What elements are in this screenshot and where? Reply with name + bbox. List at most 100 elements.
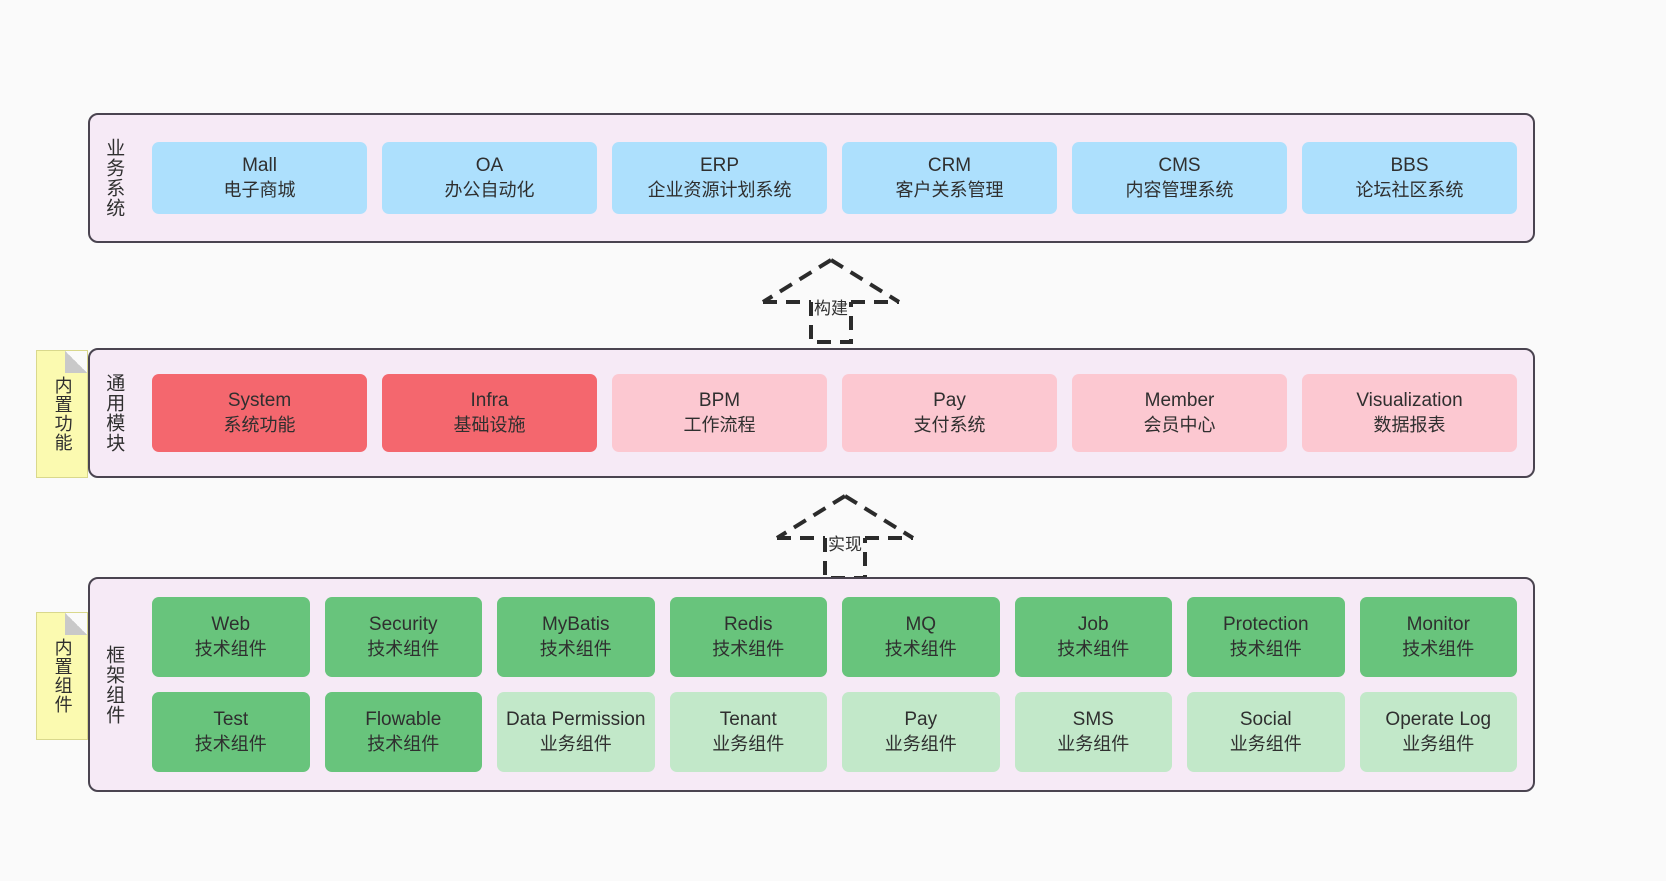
card-member[interactable]: Member 会员中心 xyxy=(1072,374,1287,452)
card-crm[interactable]: CRM 客户关系管理 xyxy=(842,142,1057,214)
card-title: ERP xyxy=(699,155,740,177)
card-erp[interactable]: ERP 企业资源计划系统 xyxy=(612,142,827,214)
card-title: Pay xyxy=(933,390,966,412)
layer-body-business-system: Mall 电子商城 OA 办公自动化 ERP 企业资源计划系统 CRM 客户关系… xyxy=(136,115,1533,241)
layer-title-common-module: 通用模块 xyxy=(103,373,125,453)
card-subtitle: 论坛社区系统 xyxy=(1355,179,1464,200)
card-subtitle: 业务组件 xyxy=(1402,733,1475,754)
note-label: 内置组件 xyxy=(52,638,73,714)
card-bpm[interactable]: BPM 工作流程 xyxy=(612,374,827,452)
card-title: BPM xyxy=(698,390,741,412)
card-title: Security xyxy=(368,614,438,636)
note-label: 内置功能 xyxy=(52,376,73,452)
card-visualization[interactable]: Visualization 数据报表 xyxy=(1302,374,1517,452)
card-subtitle: 支付系统 xyxy=(913,414,986,435)
card-subtitle: 业务组件 xyxy=(884,733,957,754)
note-built-in-components: 内置组件 xyxy=(36,612,88,740)
card-subtitle: 技术组件 xyxy=(367,733,440,754)
card-cms[interactable]: CMS 内容管理系统 xyxy=(1072,142,1287,214)
card-test[interactable]: Test 技术组件 xyxy=(152,692,310,772)
card-title: Social xyxy=(1239,709,1292,731)
card-subtitle: 业务组件 xyxy=(712,733,785,754)
row-business-systems: Mall 电子商城 OA 办公自动化 ERP 企业资源计划系统 CRM 客户关系… xyxy=(152,142,1517,214)
card-subtitle: 系统功能 xyxy=(223,414,296,435)
card-pay-component[interactable]: Pay 业务组件 xyxy=(842,692,1000,772)
note-built-in-functions: 内置功能 xyxy=(36,350,88,478)
card-subtitle: 技术组件 xyxy=(1057,638,1130,659)
card-title: Visualization xyxy=(1356,390,1463,412)
generalization-arrow-icon xyxy=(761,258,901,344)
card-title: Monitor xyxy=(1406,614,1470,636)
card-subtitle: 客户关系管理 xyxy=(895,179,1004,200)
layer-business-system: 业务系统 Mall 电子商城 OA 办公自动化 ERP 企业资源计划系统 CRM… xyxy=(88,113,1535,243)
card-title: Tenant xyxy=(719,709,777,731)
card-pay[interactable]: Pay 支付系统 xyxy=(842,374,1057,452)
card-title: Job xyxy=(1077,614,1109,636)
card-subtitle: 技术组件 xyxy=(194,638,267,659)
card-tenant[interactable]: Tenant 业务组件 xyxy=(669,692,827,772)
card-title: OA xyxy=(475,155,504,177)
card-flowable[interactable]: Flowable 技术组件 xyxy=(324,692,482,772)
card-title: System xyxy=(227,390,292,412)
card-title: SMS xyxy=(1072,709,1114,731)
card-infra[interactable]: Infra 基础设施 xyxy=(382,374,597,452)
card-title: CMS xyxy=(1158,155,1201,177)
card-mall[interactable]: Mall 电子商城 xyxy=(152,142,367,214)
card-sms[interactable]: SMS 业务组件 xyxy=(1014,692,1172,772)
card-subtitle: 业务组件 xyxy=(1229,733,1302,754)
card-subtitle: 技术组件 xyxy=(1402,638,1475,659)
card-title: Protection xyxy=(1222,614,1309,636)
card-subtitle: 技术组件 xyxy=(1229,638,1302,659)
card-title: Member xyxy=(1144,390,1215,412)
card-subtitle: 会员中心 xyxy=(1143,414,1216,435)
card-monitor[interactable]: Monitor 技术组件 xyxy=(1359,597,1517,677)
card-subtitle: 企业资源计划系统 xyxy=(647,179,792,200)
card-mq[interactable]: MQ 技术组件 xyxy=(842,597,1000,677)
card-title: Web xyxy=(211,614,251,636)
card-title: Operate Log xyxy=(1385,709,1492,731)
card-subtitle: 工作流程 xyxy=(683,414,756,435)
row-common-modules: System 系统功能 Infra 基础设施 BPM 工作流程 Pay 支付系统… xyxy=(152,374,1517,452)
card-protection[interactable]: Protection 技术组件 xyxy=(1187,597,1345,677)
card-title: MyBatis xyxy=(541,614,610,636)
card-title: CRM xyxy=(927,155,972,177)
card-subtitle: 基础设施 xyxy=(453,414,526,435)
card-operate-log[interactable]: Operate Log 业务组件 xyxy=(1359,692,1517,772)
card-job[interactable]: Job 技术组件 xyxy=(1014,597,1172,677)
card-redis[interactable]: Redis 技术组件 xyxy=(669,597,827,677)
arrow-build: 构建 xyxy=(756,256,906,344)
card-title: Pay xyxy=(904,709,938,731)
layer-title-framework-component: 框架组件 xyxy=(103,644,125,725)
card-data-permission[interactable]: Data Permission 业务组件 xyxy=(497,692,655,772)
layer-framework-component: 框架组件 Web 技术组件 Security 技术组件 MyBatis 技术组件… xyxy=(88,577,1535,792)
card-subtitle: 内容管理系统 xyxy=(1125,179,1234,200)
card-subtitle: 技术组件 xyxy=(712,638,785,659)
arrow-build-label: 构建 xyxy=(814,299,848,318)
card-title: MQ xyxy=(905,614,937,636)
card-subtitle: 技术组件 xyxy=(194,733,267,754)
card-subtitle: 业务组件 xyxy=(539,733,612,754)
layer-body-framework-component: Web 技术组件 Security 技术组件 MyBatis 技术组件 Redi… xyxy=(136,579,1533,790)
card-security[interactable]: Security 技术组件 xyxy=(324,597,482,677)
card-oa[interactable]: OA 办公自动化 xyxy=(382,142,597,214)
row-tech-components: Web 技术组件 Security 技术组件 MyBatis 技术组件 Redi… xyxy=(152,597,1517,677)
card-subtitle: 技术组件 xyxy=(884,638,957,659)
card-subtitle: 业务组件 xyxy=(1057,733,1130,754)
card-title: Data Permission xyxy=(506,709,646,731)
card-subtitle: 电子商城 xyxy=(223,179,296,200)
card-subtitle: 数据报表 xyxy=(1373,414,1446,435)
card-title: Mall xyxy=(242,155,277,177)
card-web[interactable]: Web 技术组件 xyxy=(152,597,310,677)
card-title: BBS xyxy=(1390,155,1429,177)
card-subtitle: 技术组件 xyxy=(539,638,612,659)
card-bbs[interactable]: BBS 论坛社区系统 xyxy=(1302,142,1517,214)
card-system[interactable]: System 系统功能 xyxy=(152,374,367,452)
arrow-implement: 实现 xyxy=(770,492,920,580)
card-title: Infra xyxy=(470,390,509,412)
card-subtitle: 技术组件 xyxy=(367,638,440,659)
card-social[interactable]: Social 业务组件 xyxy=(1187,692,1345,772)
layer-common-module: 通用模块 System 系统功能 Infra 基础设施 BPM 工作流程 Pay… xyxy=(88,348,1535,478)
card-mybatis[interactable]: MyBatis 技术组件 xyxy=(497,597,655,677)
layer-title-business-system: 业务系统 xyxy=(103,138,125,218)
